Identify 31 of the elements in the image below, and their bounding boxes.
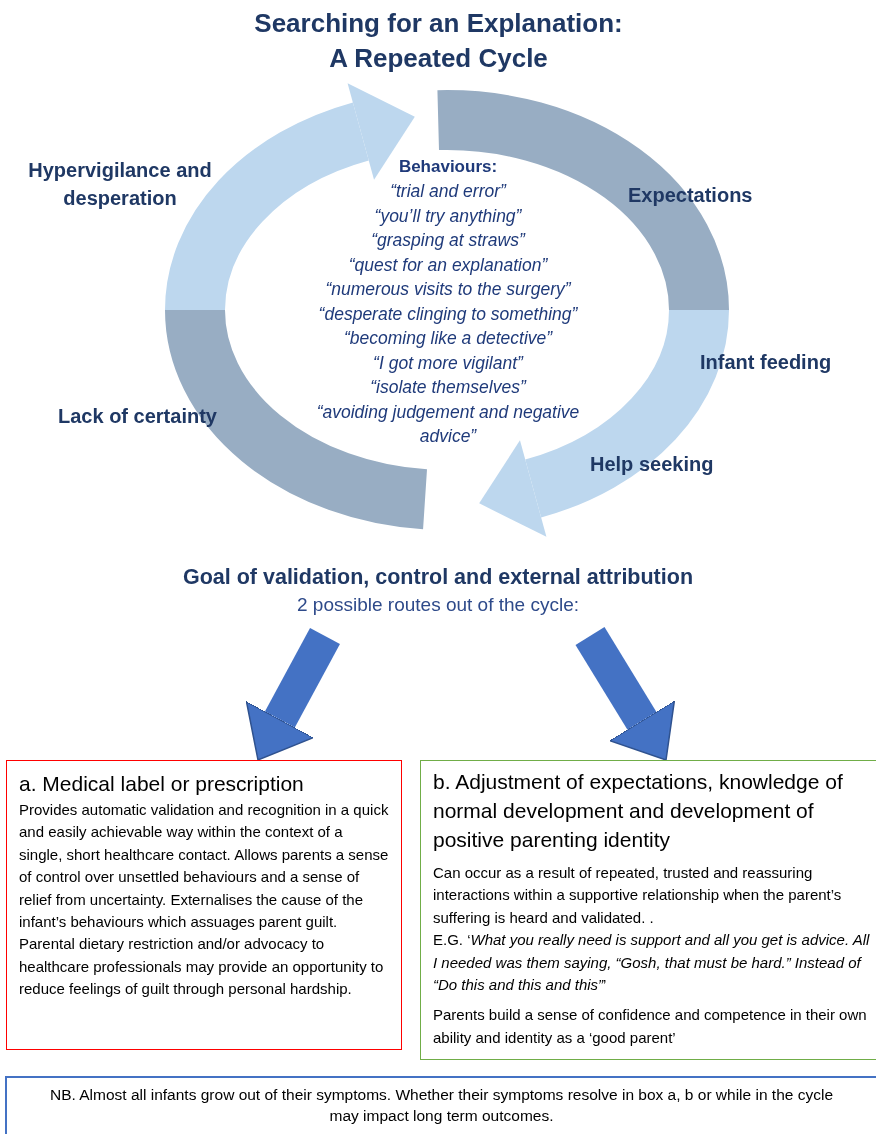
note-text: NB. Almost all infants grow out of their symptoms. Whether their symptoms resolve in box a, b or while in the cycle may impact long term outcomes. <box>48 1085 835 1126</box>
quote-text: “I got more vigilant” <box>373 351 523 375</box>
quote-text: “grasping at straws” <box>371 229 525 252</box>
quote-text: “isolate themselves” <box>370 376 526 399</box>
block-arrow <box>575 627 676 761</box>
box-text: Provides automatic validation and recognition in a quick and easily achievable way within the context of a single, short healthcare contact. Allows parents a sense of control over unsettled behaviours and a sense of relief from uncertainty. Externalises the cause of the infant’s behaviours which assuages parent guilt. Parental dietary restriction and/or advocacy to healthcare professionals may provide an opportunity to reduce feelings of guilt through personal hardship. <box>19 800 389 1000</box>
goal-heading: Goal of validation, control and external attribution <box>182 564 694 591</box>
quote-text: “avoiding judgement and negative advice” <box>315 400 581 448</box>
quote-text: “becoming like a detective” <box>343 327 553 350</box>
box-text: Can occur as a result of repeated, trusted and reassuring interactions within a supportive relationship when the parent’s suffering is heard and validated. . <box>433 863 843 928</box>
goal-subtitle: 2 possible routes out of the cycle: <box>297 593 579 617</box>
quote-text: “desperate clinging to something” <box>318 302 578 326</box>
stage-label: Expectations <box>628 183 754 208</box>
stage-label: Hypervigilance and desperation <box>27 158 213 211</box>
quote-text: “quest for an explanation” <box>348 253 548 277</box>
block-arrow <box>245 627 340 761</box>
stage-label: Lack of certainty <box>58 404 218 429</box>
quote-text: “trial and error” <box>390 180 506 203</box>
outcome-box <box>6 760 402 1050</box>
quote-text: “numerous visits to the surgery” <box>325 278 571 301</box>
box-heading: a. Medical label or prescription <box>19 771 305 797</box>
behaviours-heading: Behaviours: <box>398 156 498 178</box>
box-text: E.G. ‘What you really need is support and all you get is advice. All I needed was them saying, “Gosh, that must be hard.” Instead of “Do this and this and this”’ <box>433 930 871 996</box>
stage-label: Help seeking <box>590 452 715 477</box>
diagram-title: Searching for an Explanation: A Repeated Cycle <box>253 7 624 75</box>
note-box <box>5 1076 876 1134</box>
stage-label: Infant feeding <box>700 350 833 375</box>
quote-text: “you’ll try anything” <box>374 204 522 228</box>
box-text: Parents build a sense of confidence and competence in their own ability and identity as a ‘good parent’ <box>433 1005 868 1048</box>
box-heading: b. Adjustment of expectations, knowledge of normal development and development of positive parenting identity <box>433 769 844 853</box>
outcome-box <box>420 760 876 1060</box>
